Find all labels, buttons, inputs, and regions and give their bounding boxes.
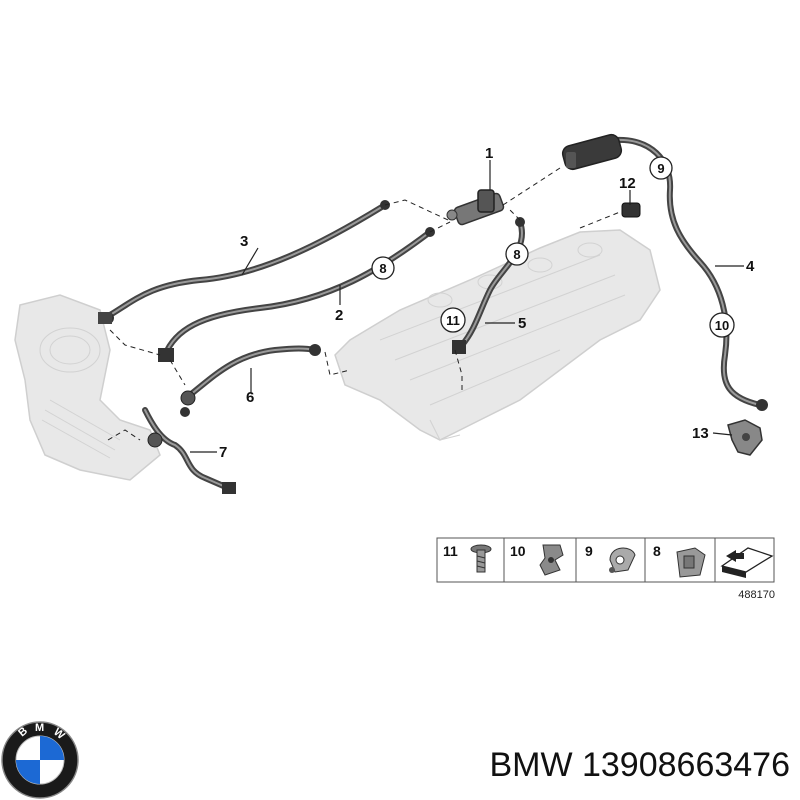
callout-1: 1 bbox=[485, 145, 493, 162]
bracket-part-13 bbox=[727, 419, 763, 456]
legend-item-11: 11 bbox=[443, 543, 492, 573]
callout-5: 5 bbox=[518, 315, 526, 332]
bmw-logo: B M W bbox=[1, 721, 79, 799]
legend-table: 11 10 9 8 bbox=[436, 537, 775, 601]
clip-icon bbox=[539, 544, 564, 576]
connector-hose6-mid bbox=[180, 407, 190, 417]
svg-text:M: M bbox=[35, 722, 44, 734]
components bbox=[98, 133, 768, 494]
connector-hose7-top bbox=[147, 432, 163, 448]
svg-text:8: 8 bbox=[379, 261, 386, 276]
callout-8-circled-b: 8 bbox=[505, 242, 529, 266]
callout-9-circled: 9 bbox=[649, 156, 673, 180]
legend-item-9: 9 bbox=[585, 543, 636, 573]
callout-10-circled: 10 bbox=[709, 312, 735, 338]
reference-lines bbox=[107, 167, 621, 441]
part-number-text: BMW 13908663476 bbox=[489, 746, 790, 784]
svg-text:11: 11 bbox=[446, 313, 460, 328]
callouts: 1 2 3 4 5 6 7 12 13 8 8 9 10 11 bbox=[219, 145, 755, 461]
leader-lines bbox=[190, 160, 744, 453]
callout-11-circled: 11 bbox=[440, 307, 466, 333]
callout-4: 4 bbox=[746, 258, 755, 275]
callout-12: 12 bbox=[619, 175, 636, 192]
clamp-icon bbox=[609, 547, 636, 573]
turbo-pipe-ghost bbox=[14, 294, 161, 481]
bolt-icon bbox=[470, 544, 492, 573]
direction-arrow-icon bbox=[720, 547, 774, 578]
callout-13: 13 bbox=[692, 425, 709, 442]
callout-8-circled-a: 8 bbox=[371, 256, 395, 280]
svg-text:9: 9 bbox=[657, 161, 664, 176]
svg-text:8: 8 bbox=[653, 543, 661, 559]
callout-6: 6 bbox=[246, 389, 254, 406]
ghost-parts bbox=[14, 229, 661, 481]
connector-hose2-left bbox=[158, 348, 174, 362]
connector-hose3-lower bbox=[98, 312, 112, 324]
legend-item-8: 8 bbox=[653, 543, 706, 578]
callout-7: 7 bbox=[219, 444, 227, 461]
diagram-code: 488170 bbox=[738, 589, 775, 601]
callout-2: 2 bbox=[335, 307, 343, 324]
intake-manifold-ghost bbox=[334, 229, 661, 441]
connector-hose5-bottom bbox=[452, 340, 466, 354]
connector-hose6-right bbox=[309, 344, 321, 356]
svg-text:11: 11 bbox=[443, 543, 458, 559]
connector-hose6-left bbox=[180, 390, 196, 406]
svg-text:10: 10 bbox=[510, 543, 526, 559]
clip-nut-icon bbox=[676, 547, 706, 578]
callout-3: 3 bbox=[240, 233, 248, 250]
legend-item-10: 10 bbox=[510, 543, 564, 576]
valve-part-1 bbox=[446, 189, 505, 226]
svg-text:8: 8 bbox=[513, 247, 520, 262]
connector-hose5-top bbox=[515, 217, 525, 227]
cap-part-12 bbox=[621, 202, 641, 218]
damper-part bbox=[561, 133, 623, 171]
svg-text:9: 9 bbox=[585, 543, 593, 559]
svg-text:10: 10 bbox=[715, 318, 729, 333]
hose-3 bbox=[107, 202, 388, 318]
connector-hose4-end bbox=[756, 399, 768, 411]
connector-hose7-end bbox=[222, 482, 236, 494]
